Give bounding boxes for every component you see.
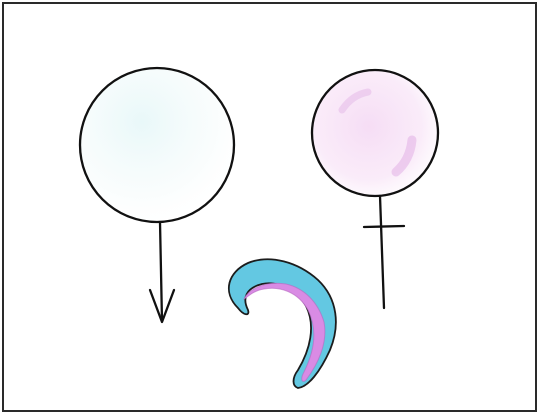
male-symbol-icon — [80, 68, 234, 322]
hook-sperm-head-icon — [229, 259, 336, 388]
female-symbol-icon — [312, 70, 438, 308]
